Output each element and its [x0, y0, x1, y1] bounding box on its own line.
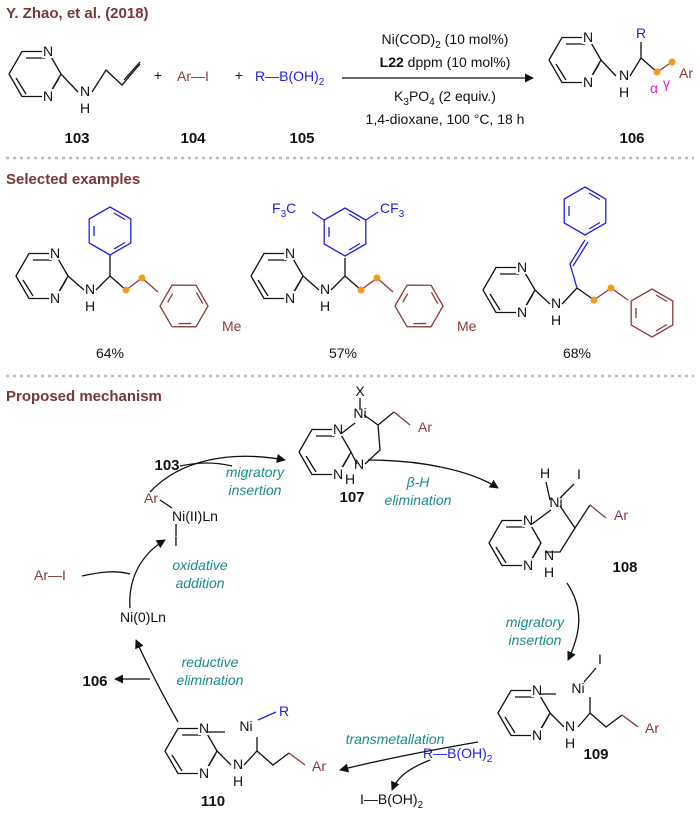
svg-text:H: H: [565, 735, 575, 751]
example-1-structure: N H Me: [15, 206, 242, 338]
svg-text:N: N: [619, 67, 629, 83]
svg-text:I: I: [174, 533, 178, 549]
step-reductive-elimination-b: elimination: [177, 672, 244, 688]
svg-text:H: H: [80, 100, 90, 116]
gamma-label: γ: [663, 75, 670, 91]
intermediate-108-structure: H I Ni N H Ar: [488, 465, 628, 580]
svg-text:H: H: [345, 471, 355, 487]
reactant-105-boronic-acid: R—B(OH)2: [255, 68, 325, 88]
example-2-yield: 57%: [329, 345, 357, 361]
step-migratory-insertion-1a: migratory: [226, 464, 285, 480]
mechanism-heading: Proposed mechanism: [6, 388, 162, 405]
label-105: 105: [289, 130, 314, 147]
step-reductive-elimination-a: reductive: [182, 654, 239, 670]
example-2-cf3-right: CF3: [380, 200, 405, 220]
reaction-conditions: Ni(COD)2 (10 mol%) L22 dppm (10 mol%) K3…: [366, 31, 525, 127]
label-103-mechanism: 103: [154, 457, 179, 474]
svg-text:H: H: [544, 564, 554, 580]
svg-text:H: H: [233, 773, 243, 789]
svg-text:Ni(II)Ln: Ni(II)Ln: [172, 508, 218, 524]
label-110: 110: [201, 793, 225, 810]
svg-text:Ar: Ar: [144, 490, 158, 506]
step-oxidative-addition-a: oxidative: [172, 557, 227, 573]
product-106-structure: N H: [548, 28, 676, 100]
svg-text:H: H: [551, 312, 561, 328]
label-104: 104: [180, 130, 206, 147]
svg-text:N: N: [80, 83, 90, 99]
alpha-label: α: [650, 80, 658, 96]
svg-text:N: N: [85, 281, 95, 297]
catalytic-cycle-arrows: [81, 454, 580, 791]
svg-text:H: H: [320, 298, 330, 314]
plus-sign-2: +: [235, 67, 243, 83]
svg-text:N: N: [354, 456, 364, 472]
svg-text:N: N: [565, 718, 575, 734]
svg-text:Ar: Ar: [614, 507, 628, 523]
example-3-structure: N H: [482, 186, 674, 338]
svg-text:Ni: Ni: [353, 405, 366, 421]
svg-text:Ar: Ar: [418, 419, 432, 435]
reactant-103-structure: N H: [8, 42, 141, 116]
example-2-structure: N H Me: [250, 207, 477, 338]
svg-text:L22 dppm (10 mol%): L22 dppm (10 mol%): [380, 54, 511, 70]
svg-text:R: R: [279, 703, 289, 719]
step-migratory-insertion-1b: insertion: [229, 482, 282, 498]
svg-text:X: X: [355, 383, 365, 399]
step-migratory-insertion-2a: migratory: [506, 614, 565, 630]
label-109: 109: [583, 746, 608, 763]
ar-i-reagent: Ar—I: [34, 567, 66, 583]
label-103: 103: [64, 130, 89, 147]
svg-text:Ni: Ni: [239, 718, 252, 734]
svg-text:N: N: [551, 295, 561, 311]
example-2-methyl: Me: [457, 318, 477, 334]
example-1-yield: 64%: [96, 345, 124, 361]
product-r-group: R: [636, 25, 646, 41]
svg-text:Ni(COD)2 (10 mol%): Ni(COD)2 (10 mol%): [382, 31, 509, 51]
svg-text:H: H: [85, 298, 95, 314]
intermediate-109-structure: Ni I N H Ar: [497, 651, 659, 751]
svg-text:I: I: [577, 466, 581, 482]
svg-text:Ni: Ni: [549, 494, 562, 510]
label-106-mechanism: 106: [82, 673, 107, 690]
svg-text:N: N: [320, 281, 330, 297]
step-beta-h-a: β-H: [406, 474, 431, 490]
svg-text:K3PO4 (2 equiv.): K3PO4 (2 equiv.): [394, 88, 496, 108]
svg-text:H: H: [540, 465, 550, 481]
svg-text:I: I: [598, 651, 602, 667]
label-107: 107: [339, 489, 364, 506]
boron-byproduct: I—B(OH)2: [360, 791, 424, 811]
svg-text:N: N: [544, 547, 554, 563]
example-1-methyl: Me: [222, 318, 242, 334]
svg-text:Ar: Ar: [312, 758, 326, 774]
step-beta-h-b: elimination: [385, 492, 452, 508]
examples-heading: Selected examples: [6, 171, 140, 188]
svg-text:H: H: [619, 84, 629, 100]
label-106: 106: [619, 130, 644, 147]
svg-text:Ar: Ar: [645, 720, 659, 736]
product-ar-group: Ar: [679, 65, 693, 81]
example-2-cf3-left: F3C: [272, 200, 296, 220]
boronic-acid-reagent: R—B(OH)2: [423, 745, 493, 765]
ni-0-complex: Ni(0)Ln: [120, 609, 166, 625]
step-migratory-insertion-2b: insertion: [509, 632, 562, 648]
svg-text:1,4-dioxane, 100 °C, 18 h: 1,4-dioxane, 100 °C, 18 h: [366, 111, 525, 127]
step-transmetallation: transmetallation: [346, 731, 445, 747]
intermediate-107-structure: X Ni N H Ar: [298, 383, 432, 487]
reference-title: Y. Zhao, et al. (2018): [6, 5, 149, 22]
plus-sign-1: +: [154, 67, 162, 83]
example-3-yield: 68%: [563, 345, 591, 361]
step-oxidative-addition-b: addition: [175, 575, 224, 591]
label-108: 108: [612, 559, 637, 576]
reactant-104-ar-i: Ar—I: [177, 68, 209, 84]
ni-ii-complex: Ar Ni(II)Ln I: [144, 490, 218, 549]
intermediate-110-structure: Ni R N H Ar: [164, 703, 326, 789]
svg-text:N: N: [233, 756, 243, 772]
svg-text:Ni: Ni: [571, 680, 584, 696]
